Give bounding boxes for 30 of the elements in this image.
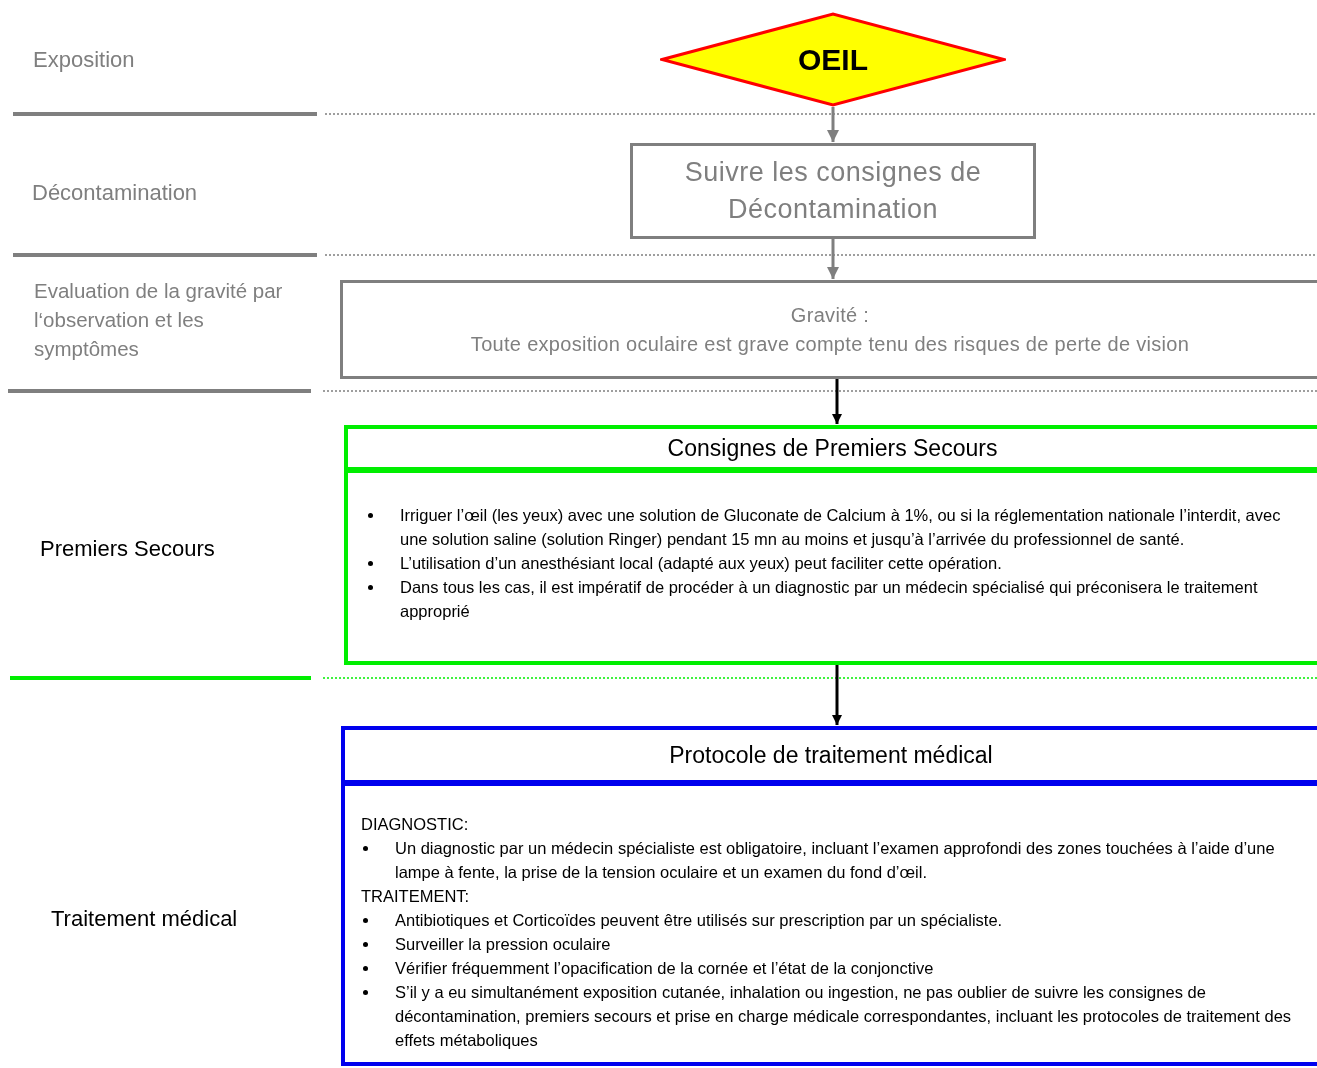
decision-diamond: [660, 12, 1006, 107]
node-heading: Gravité :: [790, 302, 870, 328]
panel-heading: Consignes de Premiers Secours: [667, 434, 998, 462]
bullet-text: S’il y a eu simultanément exposition cutanée, inhalation ou ingestion, ne pas oublier de suivre les consignes de décontamination, premiers secours et prise en charge médicale correspondantes, incluant les protocoles de traitement des effets métaboliques: [395, 983, 1292, 1049]
row-label: Traitement médical: [51, 905, 239, 933]
row-label: Evaluation de la gravité par l‘observation et les symptômes: [34, 278, 284, 362]
bullet-text: Dans tous les cas, il est impératif de procéder à un diagnostic par un médecin spécialisé qui préconisera le traitement approprié: [400, 578, 1258, 620]
bullet-text: Un diagnostic par un médecin spécialiste est obligatoire, incluant l’examen approfondi des zones touchées à l’aide d’une lampe à fente, la prise de la tension oculaire et un examen du fond d’œil.: [395, 839, 1275, 881]
process-box: [630, 143, 1036, 239]
arrow: [827, 239, 839, 279]
arrow: [831, 379, 843, 424]
row-label: Premiers Secours: [40, 535, 216, 563]
panel-heading: Protocole de traitement médical: [669, 741, 993, 769]
row-label: Exposition: [33, 46, 136, 74]
first-aid-panel: [344, 425, 1317, 665]
section-heading: DIAGNOSTIC:: [361, 814, 470, 835]
treatment-panel: [341, 726, 1317, 1066]
bullet-text: Surveiller la pression oculaire: [395, 935, 611, 953]
arrow: [827, 107, 839, 142]
arrow: [831, 665, 843, 725]
bullet-text: Irriguer l’œil (les yeux) avec une solution de Gluconate de Calcium à 1%, ou si la réglementation nationale l’interdit, avec une solution saline (solution Ringer) pendant 15 mn au moins et jusqu’à l’arrivée du professionnel de santé.: [400, 506, 1281, 548]
row-label: Décontamination: [32, 179, 199, 207]
bullet-text: L’utilisation d’un anesthésiant local (adapté aux yeux) peut faciliter cette opération.: [400, 554, 1002, 572]
severity-box: [340, 280, 1317, 379]
node-label: OEIL: [798, 42, 868, 77]
node-label: Suivre les consignes de Décontamination: [683, 156, 983, 226]
bullet-text: Antibiotiques et Corticoïdes peuvent être utilisés sur prescription par un spécialiste.: [395, 911, 1003, 929]
node-label: Toute exposition oculaire est grave compte tenu des risques de perte de vision: [470, 331, 1190, 357]
bullet-text: Vérifier fréquemment l’opacification de la cornée et l’état de la conjonctive: [395, 959, 934, 977]
section-heading: TRAITEMENT:: [361, 886, 471, 907]
